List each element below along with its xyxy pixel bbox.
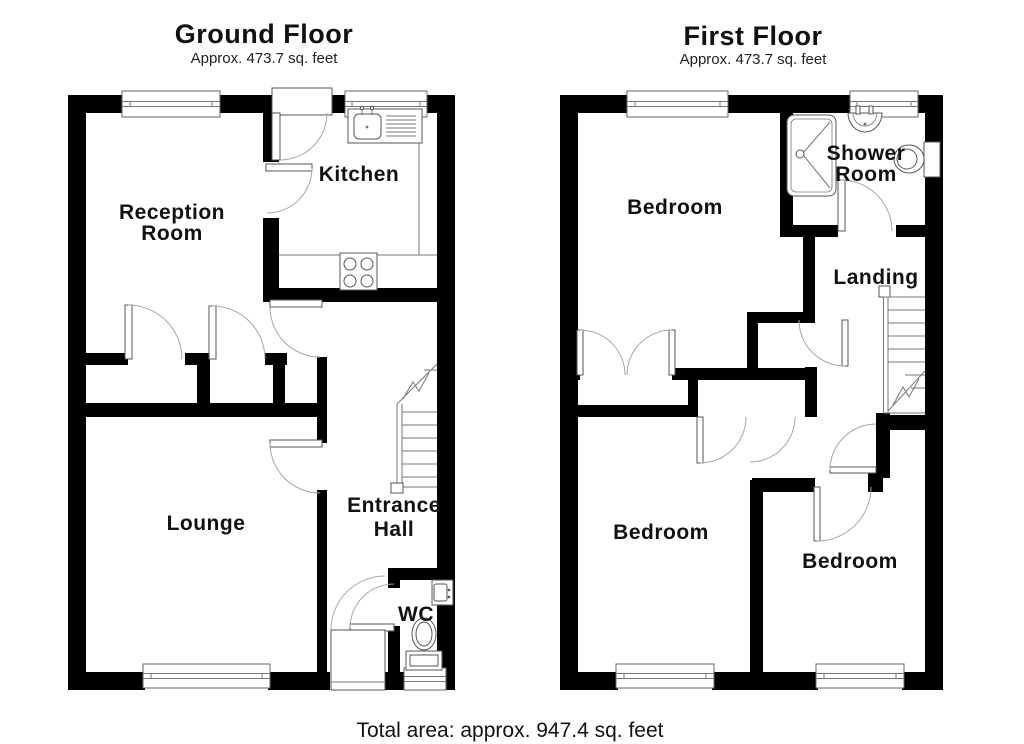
kitchen-hob <box>339 252 378 291</box>
reception-room-label-line2: Room <box>141 222 203 245</box>
shower-room-label-line1: Shower <box>827 142 906 165</box>
ground-floor-subtitle: Approx. 473.7 sq. feet <box>191 50 339 67</box>
bedroom-top-label: Bedroom <box>627 196 723 219</box>
shower-toilet <box>893 141 941 178</box>
bedroom-left-label: Bedroom <box>613 521 709 544</box>
reception-room-label-line1: Reception <box>119 201 225 224</box>
lounge-window <box>142 663 271 689</box>
bedroom-right-door <box>813 423 877 542</box>
wardrobe-double-doors <box>576 329 676 376</box>
cupboard-door-left <box>124 304 183 360</box>
landing-label: Landing <box>833 266 918 289</box>
front-door <box>330 575 386 691</box>
shower-room-door <box>837 179 893 232</box>
lounge-label: Lounge <box>167 512 246 535</box>
shower-room-label-line2: Room <box>835 163 897 186</box>
shower-basin <box>847 105 883 133</box>
ground-floor-title: Ground Floor <box>175 19 353 49</box>
lounge-door <box>269 439 323 494</box>
shower-tray <box>786 114 837 197</box>
ground-floor-plan: Ground Floor Approx. 473.7 sq. feet <box>68 19 455 691</box>
bedroom-top-window <box>626 90 729 118</box>
first-interior-walls <box>560 113 943 672</box>
kitchen-counter <box>279 143 437 256</box>
first-floor-plan: First Floor Approx. 473.7 sq. feet <box>560 21 943 690</box>
ground-staircase <box>390 363 438 494</box>
kitchen-door <box>265 163 313 214</box>
first-staircase <box>878 285 926 414</box>
wc-basin <box>431 579 454 606</box>
bedroom-right-label: Bedroom <box>802 550 898 573</box>
shower-room-window <box>849 90 919 118</box>
kitchen-label: Kitchen <box>319 163 400 186</box>
ground-interior-walls <box>68 113 455 672</box>
bedroom-right-window <box>815 663 905 689</box>
reception-window <box>121 90 221 118</box>
kitchen-sink <box>347 105 423 144</box>
bedroom-left-door <box>696 416 796 464</box>
entrance-hall-label-line1: Entrance <box>347 494 441 517</box>
total-area-text: Total area: approx. 947.4 sq. feet <box>356 719 663 742</box>
bedroom-top-door <box>798 319 849 367</box>
cupboard-door-right <box>208 305 266 360</box>
hall-corridor-door <box>269 299 323 358</box>
wc-door <box>349 583 395 632</box>
wc-label: WC <box>398 603 434 626</box>
kitchen-back-door <box>271 87 333 161</box>
wc-window <box>403 667 447 691</box>
entrance-hall-label-line2: Hall <box>374 518 415 541</box>
first-floor-title: First Floor <box>684 21 823 51</box>
bedroom-left-window <box>615 663 715 689</box>
first-floor-subtitle: Approx. 473.7 sq. feet <box>680 51 828 68</box>
wc-toilet <box>405 617 443 671</box>
